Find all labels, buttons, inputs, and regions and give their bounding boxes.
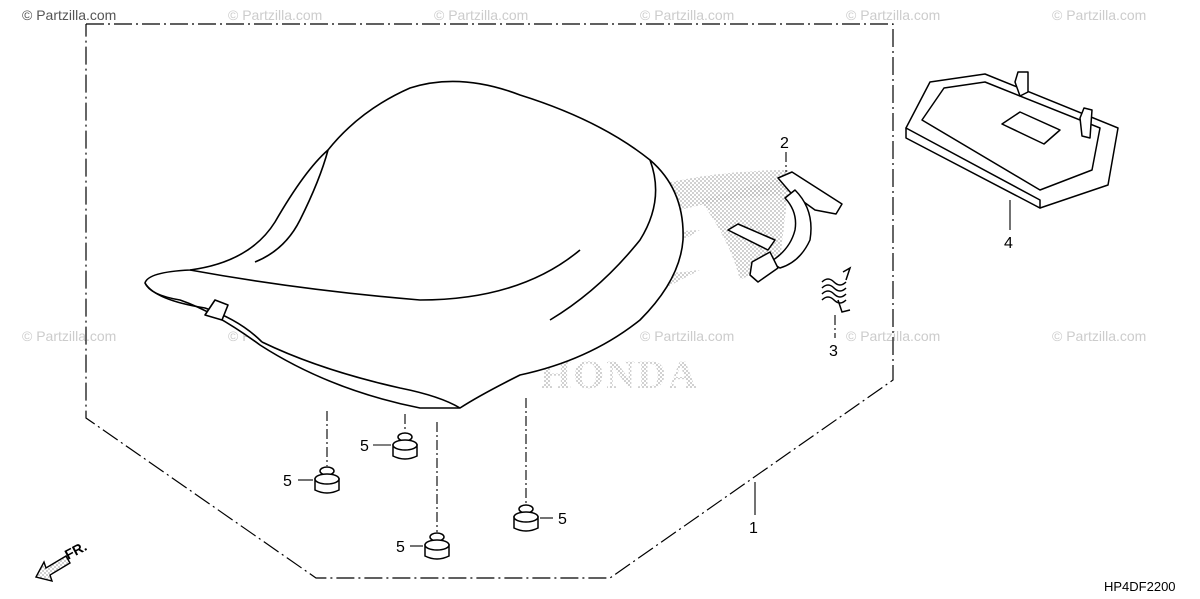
assembly-boundary (85, 23, 894, 579)
callout-part-5: 5 (558, 511, 567, 528)
cushion-3 (424, 532, 450, 560)
callout-labels: 1 2 3 4 5 5 5 5 (283, 135, 1013, 556)
callout-leaders (298, 200, 1011, 547)
watermark-primary: © Partzilla.com (22, 7, 116, 23)
front-arrow-icon (34, 555, 71, 582)
cushion-4 (513, 504, 539, 532)
callout-part-2: 2 (780, 135, 789, 152)
seat (144, 80, 684, 409)
callout-part-3: 3 (829, 343, 838, 360)
cushion-2 (392, 432, 418, 460)
spring-coil (821, 278, 847, 304)
watermark: © Partzilla.com (640, 328, 734, 344)
callout-part-5: 5 (283, 473, 292, 490)
seat-outline (144, 80, 684, 409)
tray-tab-left (1014, 71, 1029, 97)
watermark: © Partzilla.com (1052, 328, 1146, 344)
tray-inner (921, 81, 1101, 191)
leader-lines (326, 152, 836, 532)
callout-part-1: 1 (749, 520, 758, 537)
callout-part-5: 5 (360, 438, 369, 455)
watermark: © Partzilla.com (228, 7, 322, 23)
tray-tab-right (1079, 107, 1093, 139)
seat-top-ridge (254, 149, 329, 263)
tray-front-lip (905, 127, 1041, 209)
spring-leg-top (842, 266, 852, 281)
seat-latch-tab (204, 299, 229, 321)
seat-side-trim (261, 341, 461, 409)
watermark: © Partzilla.com (1052, 7, 1146, 23)
seat-lock-hook (727, 171, 843, 283)
seat-lower-edge (144, 282, 263, 343)
spring (821, 266, 852, 313)
storage-tray (905, 71, 1119, 209)
cushion-1 (314, 466, 340, 494)
watermark: © Partzilla.com (640, 7, 734, 23)
hook-base (727, 223, 779, 283)
seat-center-seam (189, 249, 581, 301)
watermark: © Partzilla.com (22, 328, 116, 344)
watermark: © Partzilla.com (434, 7, 528, 23)
seat-rear-ridge (549, 159, 657, 321)
callout-part-4: 4 (1004, 235, 1013, 252)
diagram-code: HP4DF2200 (1104, 579, 1176, 594)
watermark: © Partzilla.com (846, 328, 940, 344)
spring-leg-bottom (837, 299, 851, 313)
callout-part-5: 5 (396, 539, 405, 556)
tray-recess (1001, 111, 1061, 145)
hook-plate (777, 171, 843, 215)
watermark: © Partzilla.com (846, 7, 940, 23)
seat-cushions (314, 432, 539, 560)
front-direction-indicator: FR. (34, 538, 89, 582)
